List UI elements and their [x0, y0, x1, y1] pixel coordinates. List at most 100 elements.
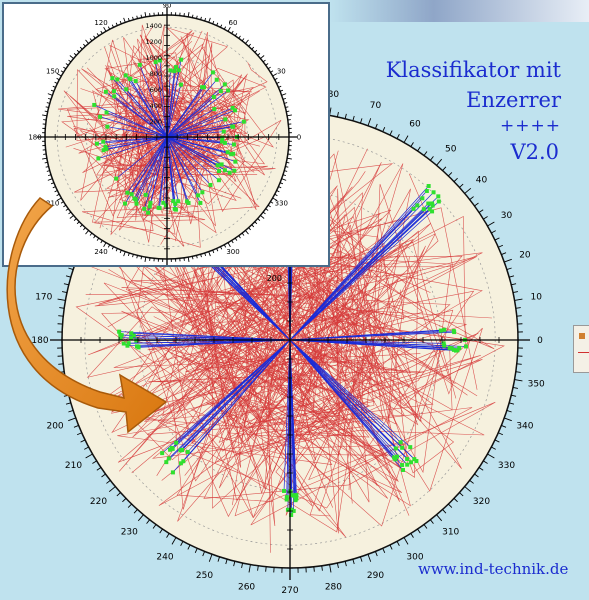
tick: [336, 111, 339, 118]
trajectory: [147, 235, 479, 436]
data-point: [409, 460, 414, 465]
tick: [159, 528, 163, 534]
legend: [573, 325, 589, 373]
data-point: [210, 70, 215, 75]
ray: [289, 339, 411, 448]
tick: [262, 59, 266, 63]
data-point: [174, 440, 179, 445]
tick: [80, 439, 86, 443]
data-point: [173, 201, 178, 206]
data-point: [179, 57, 184, 62]
trajectory: [145, 173, 439, 489]
data-point: [426, 184, 431, 189]
data-point: [128, 77, 133, 82]
tick: [282, 97, 287, 100]
tick: [241, 232, 245, 236]
tick: [276, 190, 280, 193]
data-point: [430, 203, 435, 208]
data-point: [96, 156, 101, 161]
ray: [106, 112, 168, 138]
tick: [284, 170, 288, 172]
data-point: [226, 88, 231, 93]
angle-label: 330: [498, 461, 515, 471]
trajectory: [81, 38, 200, 177]
data-point: [430, 209, 435, 214]
data-point: [103, 144, 108, 149]
tick: [100, 30, 103, 34]
data-point: [185, 449, 190, 454]
tick: [257, 218, 261, 221]
angle-label: 10: [530, 293, 542, 303]
tick: [107, 244, 111, 248]
angle-label: 70: [370, 101, 382, 111]
legend-marker: [579, 333, 585, 339]
data-point: [129, 192, 134, 197]
title-line-2: Enzerrer: [466, 88, 561, 112]
tick: [108, 486, 116, 493]
data-point: [173, 207, 178, 212]
tick: [459, 492, 464, 497]
tick: [166, 533, 170, 538]
ray: [98, 136, 168, 159]
tick: [54, 190, 58, 193]
tick: [367, 554, 372, 562]
website-link[interactable]: www.ind-technik.de: [418, 560, 569, 578]
tick: [127, 503, 132, 508]
data-point: [294, 496, 299, 501]
angle-label: 0: [297, 133, 301, 141]
ray: [283, 339, 291, 491]
ray: [171, 339, 291, 449]
data-point: [171, 199, 176, 204]
angle-label: 60: [409, 120, 421, 130]
data-point: [103, 89, 108, 94]
tick: [272, 197, 278, 201]
ray: [289, 339, 408, 465]
tick: [152, 524, 157, 529]
trajectory: [61, 34, 239, 218]
tick: [196, 15, 198, 19]
ray: [96, 136, 168, 145]
tick: [478, 209, 484, 213]
tick: [227, 26, 231, 32]
ray: [166, 72, 214, 138]
ray: [172, 339, 291, 473]
data-point: [133, 79, 138, 84]
data-point: [218, 89, 223, 94]
tick: [272, 73, 278, 77]
tick: [260, 55, 265, 59]
ray: [289, 339, 408, 460]
data-point: [160, 451, 165, 456]
tick: [514, 379, 523, 382]
tick: [194, 548, 198, 554]
data-point: [129, 331, 134, 336]
data-point: [215, 163, 220, 168]
trajectory: [132, 178, 406, 438]
angle-label: 270: [281, 586, 298, 596]
data-point: [447, 346, 452, 351]
data-point: [166, 456, 171, 461]
ray: [135, 136, 168, 200]
ray: [166, 90, 229, 138]
ray-lines: [94, 59, 244, 213]
tick: [274, 77, 278, 81]
tick: [430, 519, 434, 524]
data-point: [436, 199, 441, 204]
data-point: [124, 87, 129, 92]
tick: [61, 386, 68, 389]
ray: [166, 136, 189, 204]
tick: [42, 114, 47, 117]
radius-label: 800: [150, 70, 162, 78]
tick: [403, 135, 409, 143]
data-point: [170, 470, 175, 475]
tick: [515, 371, 521, 373]
tick: [474, 202, 479, 207]
tick: [217, 556, 220, 562]
data-point: [168, 68, 173, 73]
tick: [487, 221, 495, 227]
data-point: [227, 170, 232, 175]
data-point: [229, 152, 234, 157]
tick: [65, 63, 69, 66]
